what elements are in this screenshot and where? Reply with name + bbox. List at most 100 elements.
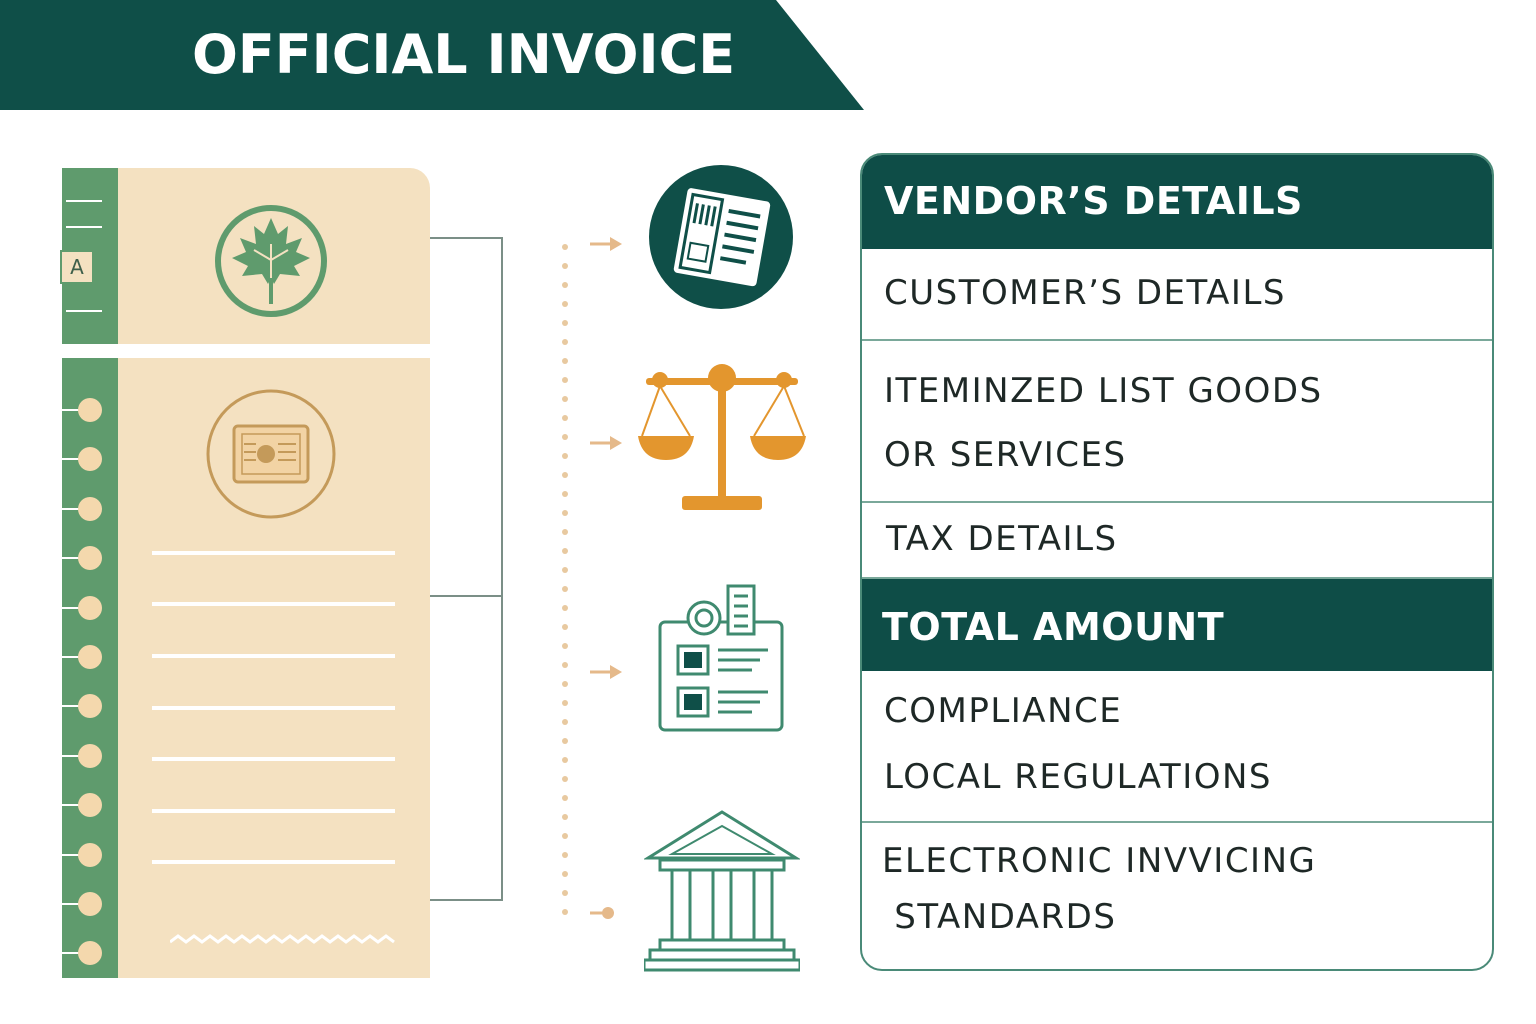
vendor-details-label: VENDOR’S DETAILS bbox=[884, 179, 1303, 223]
document-line bbox=[152, 706, 395, 710]
binding-ring bbox=[78, 793, 102, 817]
dot bbox=[562, 814, 568, 820]
binding-ring bbox=[78, 694, 102, 718]
dot bbox=[562, 529, 568, 535]
dot bbox=[562, 244, 568, 250]
dot bbox=[562, 662, 568, 668]
document-line bbox=[152, 757, 395, 761]
binding-ring bbox=[78, 596, 102, 620]
binding-ring bbox=[78, 892, 102, 916]
dot bbox=[562, 624, 568, 630]
tab-line bbox=[66, 226, 102, 228]
ring-stub bbox=[62, 508, 80, 510]
itemized-label-line1: ITEMINZED LIST GOODS bbox=[884, 371, 1323, 411]
dot bbox=[562, 833, 568, 839]
total-amount-label: TOTAL AMOUNT bbox=[882, 605, 1225, 649]
dot bbox=[562, 472, 568, 478]
dot bbox=[562, 795, 568, 801]
ring-stub bbox=[62, 705, 80, 707]
tab-letter-label: A bbox=[60, 250, 94, 284]
dot bbox=[562, 567, 568, 573]
dot bbox=[562, 320, 568, 326]
page-title: OFFICIAL INVOICE bbox=[192, 23, 736, 86]
binding-ring bbox=[78, 843, 102, 867]
dot bbox=[562, 700, 568, 706]
tab-line bbox=[66, 310, 102, 312]
maple-leaf-icon bbox=[215, 205, 327, 317]
row-customer-details: CUSTOMER’S DETAILS bbox=[862, 249, 1492, 341]
tab-line bbox=[66, 200, 102, 202]
itemized-label-line2: OR SERVICES bbox=[884, 435, 1127, 475]
invoice-details-list: VENDOR’S DETAILS CUSTOMER’S DETAILS ITEM… bbox=[860, 153, 1494, 971]
binding-ring bbox=[78, 645, 102, 669]
ring-stub bbox=[62, 656, 80, 658]
document-line bbox=[152, 551, 395, 555]
dot bbox=[562, 757, 568, 763]
binding-ring bbox=[78, 744, 102, 768]
dot bbox=[562, 282, 568, 288]
document-line bbox=[152, 809, 395, 813]
arrow-right-icon bbox=[590, 237, 622, 251]
document-line bbox=[152, 654, 395, 658]
ring-stub bbox=[62, 804, 80, 806]
ring-stub bbox=[62, 755, 80, 757]
dot bbox=[562, 909, 568, 915]
dot bbox=[562, 871, 568, 877]
row-itemized-list: ITEMINZED LIST GOODS OR SERVICES bbox=[862, 341, 1492, 503]
electronic-label-line2: STANDARDS bbox=[882, 897, 1117, 937]
row-total-amount: TOTAL AMOUNT bbox=[862, 579, 1492, 671]
dot bbox=[562, 339, 568, 345]
compliance-label-line1: COMPLIANCE bbox=[884, 691, 1123, 731]
row-electronic-invoicing: ELECTRONIC INVVICING STANDARDS bbox=[862, 823, 1492, 969]
ring-stub bbox=[62, 952, 80, 954]
dot bbox=[562, 491, 568, 497]
binding-ring bbox=[78, 497, 102, 521]
compliance-label-line2: LOCAL REGULATIONS bbox=[884, 757, 1272, 797]
tax-details-label: TAX DETAILS bbox=[886, 519, 1118, 559]
ring-stub bbox=[62, 903, 80, 905]
dot bbox=[562, 643, 568, 649]
electronic-label-line1: ELECTRONIC INVVICING bbox=[882, 841, 1317, 881]
dot bbox=[562, 415, 568, 421]
ring-stub bbox=[62, 854, 80, 856]
dot bbox=[562, 776, 568, 782]
row-compliance: COMPLIANCE LOCAL REGULATIONS bbox=[862, 671, 1492, 823]
binding-ring bbox=[78, 398, 102, 422]
dot bbox=[562, 890, 568, 896]
customer-details-label: CUSTOMER’S DETAILS bbox=[884, 273, 1286, 313]
document-line bbox=[152, 860, 395, 864]
dot bbox=[562, 605, 568, 611]
ring-stub bbox=[62, 458, 80, 460]
balance-scale-icon bbox=[638, 364, 806, 510]
row-vendor-details: VENDOR’S DETAILS bbox=[862, 155, 1492, 249]
ring-stub bbox=[62, 607, 80, 609]
dot bbox=[562, 377, 568, 383]
dot bbox=[562, 434, 568, 440]
title-banner: OFFICIAL INVOICE bbox=[0, 0, 866, 112]
ring-stub bbox=[62, 409, 80, 411]
report-card-icon bbox=[658, 584, 784, 732]
binding-ring bbox=[78, 546, 102, 570]
arrow-right-icon bbox=[590, 665, 622, 679]
dot bbox=[562, 719, 568, 725]
dot bbox=[562, 738, 568, 744]
dot bbox=[562, 396, 568, 402]
row-tax-details: TAX DETAILS bbox=[862, 503, 1492, 579]
invoice-document-icon bbox=[649, 165, 793, 309]
dot bbox=[562, 548, 568, 554]
arrow-right-icon bbox=[590, 907, 614, 919]
dot bbox=[562, 301, 568, 307]
banner-shape bbox=[0, 0, 864, 110]
dot bbox=[562, 263, 568, 269]
bracket-connector bbox=[430, 237, 503, 901]
ring-stub bbox=[62, 557, 80, 559]
dot bbox=[562, 681, 568, 687]
binding-ring bbox=[78, 941, 102, 965]
dot bbox=[562, 510, 568, 516]
dot bbox=[562, 358, 568, 364]
binding-ring bbox=[78, 447, 102, 471]
dot bbox=[562, 852, 568, 858]
dot bbox=[562, 453, 568, 459]
arrow-right-icon bbox=[590, 436, 622, 450]
document-line bbox=[152, 602, 395, 606]
